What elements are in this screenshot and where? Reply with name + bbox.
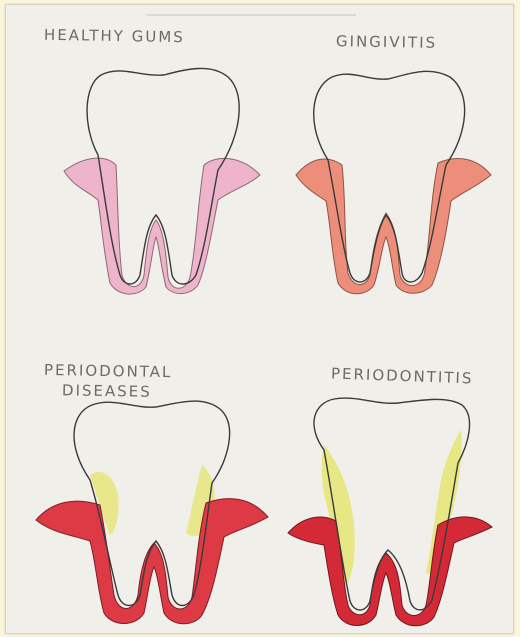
label-periodontal-line1: PERIODONTAL [44,361,173,381]
drawing-paper: HEALTHY GUMS GINGIVITIS PERIODONTAL DISE… [5,4,514,634]
gingivitis-tooth [296,71,491,293]
label-gingivitis: GINGIVITIS [336,32,437,52]
periodontal-tooth [36,401,268,624]
label-periodontal-line2: DISEASES [62,381,152,401]
healthy-tooth [64,68,260,294]
periodontitis-tooth [288,398,492,626]
gingivitis-gum [296,159,491,294]
teeth-illustration [6,5,513,633]
periodontal-gum [36,499,268,624]
label-healthy-gums: HEALTHY GUMS [44,26,185,46]
periodontitis-gum [288,517,492,626]
